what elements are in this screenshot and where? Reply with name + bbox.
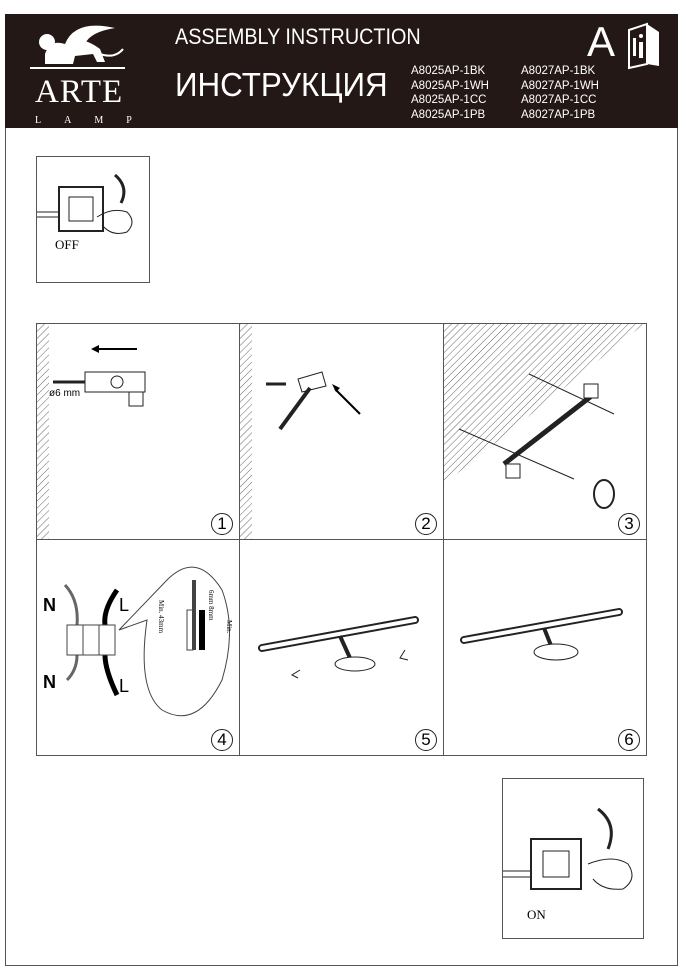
step-number: 3: [618, 513, 640, 535]
step-5-attach-lamp: 5: [239, 539, 444, 756]
strip-lengths-label: 6mm 8mm: [207, 590, 215, 621]
bracket-mount-illustration-icon: [444, 324, 644, 509]
model: A8027AP-1WH: [521, 79, 599, 92]
title-english: ASSEMBLY INSTRUCTION: [175, 24, 421, 49]
step-number: 6: [618, 729, 640, 751]
model: A8025AP-1PB: [411, 108, 486, 121]
model: A8027AP-1CC: [521, 94, 597, 106]
neutral-label-bottom: N: [43, 672, 56, 692]
models-col2: A8027AP-1BK A8027AP-1WH A8027AP-1CC A802…: [521, 64, 599, 122]
model: A8025AP-1BK: [411, 65, 486, 77]
models-col1: A8025AP-1BK A8025AP-1WH A8025AP-1CC A802…: [411, 64, 489, 122]
header: ARTE LAMP ASSEMBLY INSTRUCTION ИНСТРУКЦИ…: [5, 14, 678, 128]
on-label: ON: [527, 907, 546, 922]
finished-lamp-illustration-icon: [460, 608, 623, 661]
switch-on-panel: ON: [502, 778, 644, 939]
badge-letter: A: [587, 18, 616, 65]
manual-book-icon: [628, 22, 659, 70]
drill-illustration-icon: [37, 324, 146, 541]
step-number: 1: [211, 513, 233, 535]
step-3-mount-bracket: 3: [443, 323, 647, 540]
brand-logo: ARTE: [35, 74, 124, 110]
switch-off-illustration-icon: [37, 173, 133, 234]
neutral-label-top: N: [43, 595, 56, 615]
model: A8027AP-1PB: [521, 108, 596, 121]
drill-size-label: ø6 mm: [49, 388, 81, 399]
min-label: Min.: [225, 620, 233, 634]
live-label-top: L: [119, 595, 130, 615]
off-label: OFF: [55, 237, 79, 252]
step-2-anchor: 2: [239, 323, 444, 541]
step-4-wiring: N N L L Min. 43mm 6mm 8mm Min. 4: [36, 539, 240, 756]
hammer-illustration-icon: [240, 324, 361, 541]
brand-sub: LAMP: [35, 115, 155, 126]
step-1-drill: ø6 mm 1: [36, 323, 240, 541]
switch-on-illustration-icon: [503, 807, 633, 890]
min-strip-label: Min. 43mm: [157, 600, 165, 634]
live-label-bottom: L: [119, 676, 130, 696]
switch-off-panel: OFF: [36, 156, 150, 283]
model: A8025AP-1WH: [411, 79, 489, 92]
step-number: 2: [415, 513, 437, 535]
lamp-attach-illustration-icon: [258, 616, 419, 679]
winged-lion-logo-icon: [30, 25, 125, 69]
model: A8025AP-1CC: [411, 94, 487, 106]
step-number: 5: [415, 729, 437, 751]
wiring-diagram-icon: [63, 566, 230, 717]
step-number: 4: [211, 729, 233, 751]
model: A8027AP-1BK: [521, 65, 596, 77]
step-6-finished: 6: [443, 539, 647, 756]
title-russian: ИНСТРУКЦИЯ: [175, 66, 388, 103]
page-frame: [5, 128, 678, 966]
